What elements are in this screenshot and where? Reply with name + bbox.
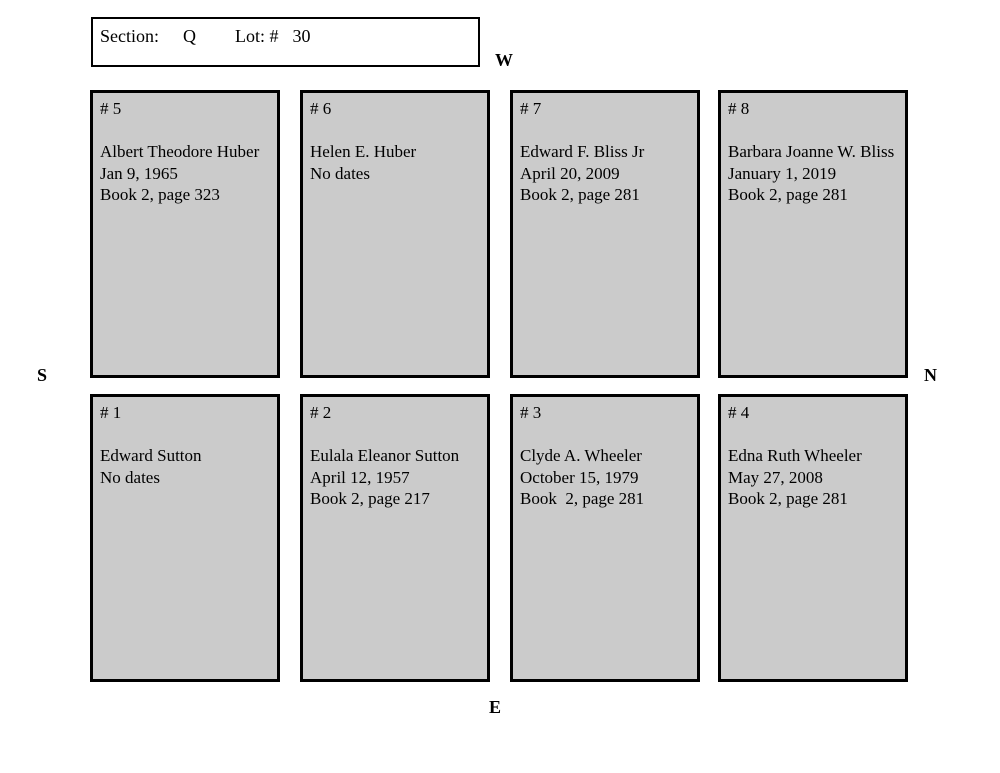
plot-occupant-name: Helen E. Huber (310, 142, 417, 161)
plot-number: # 8 (728, 99, 750, 118)
plot-date: No dates (100, 467, 160, 487)
plot-occupant-name: Clyde A. Wheeler (520, 446, 642, 465)
plot-book-ref: Book 2, page 281 (728, 185, 848, 204)
plot-occupant-name: Edward F. Bliss Jr (520, 142, 645, 161)
plot-cell-1: # 1 Edward Sutton No dates (90, 394, 280, 682)
plot-occupant-name: Albert Theodore Huber (100, 142, 260, 161)
plot-cell-7: # 7 Edward F. Bliss Jr April 20, 2009 Bo… (510, 90, 700, 378)
plot-cell-4: # 4 Edna Ruth Wheeler May 27, 2008 Book … (718, 394, 908, 682)
plot-occupant-name: Barbara Joanne W. Bliss (728, 142, 895, 161)
plot-date: April 20, 2009 (520, 163, 620, 183)
plot-occupant-name: Eulala Eleanor Sutton (310, 446, 460, 465)
section-lot-title-box: Section: Q Lot: # 30 (91, 17, 480, 67)
compass-west-label: W (495, 50, 513, 70)
plot-date: No dates (310, 163, 370, 183)
plot-book-ref: Book 2, page 281 (728, 489, 848, 508)
plot-number: # 6 (310, 99, 332, 118)
plot-date: Jan 9, 1965 (100, 163, 178, 183)
plot-cell-2: # 2 Eulala Eleanor Sutton April 12, 1957… (300, 394, 490, 682)
plot-book-ref: Book 2, page 323 (100, 185, 220, 204)
plot-number: # 7 (520, 99, 542, 118)
plot-cell-3: # 3 Clyde A. Wheeler October 15, 1979 Bo… (510, 394, 700, 682)
lot-label: Lot: # (235, 26, 279, 46)
plot-date: April 12, 1957 (310, 467, 410, 487)
compass-north-label: N (924, 365, 937, 385)
plot-number: # 3 (520, 403, 542, 422)
plot-number: # 4 (728, 403, 750, 422)
section-label: Section: (100, 26, 159, 46)
compass-east-label: E (489, 697, 502, 717)
plot-occupant-name: Edward Sutton (100, 446, 202, 465)
plot-book-ref: Book 2, page 281 (520, 185, 640, 204)
plot-cell-5: # 5 Albert Theodore Huber Jan 9, 1965 Bo… (90, 90, 280, 378)
plot-date: January 1, 2019 (728, 163, 837, 183)
plot-number: # 2 (310, 403, 332, 422)
plot-date: May 27, 2008 (728, 467, 823, 487)
compass-south-label: S (37, 365, 48, 385)
plot-cell-6: # 6 Helen E. Huber No dates (300, 90, 490, 378)
plot-date: October 15, 1979 (520, 467, 639, 487)
section-value: Q (183, 26, 196, 46)
plot-occupant-name: Edna Ruth Wheeler (728, 446, 862, 465)
plot-number: # 5 (100, 99, 122, 118)
plot-book-ref: Book 2, page 281 (520, 489, 645, 508)
plot-book-ref: Book 2, page 217 (310, 489, 430, 508)
plot-cell-8: # 8 Barbara Joanne W. Bliss January 1, 2… (718, 90, 908, 378)
plot-number: # 1 (100, 403, 122, 422)
lot-value: 30 (292, 26, 311, 46)
